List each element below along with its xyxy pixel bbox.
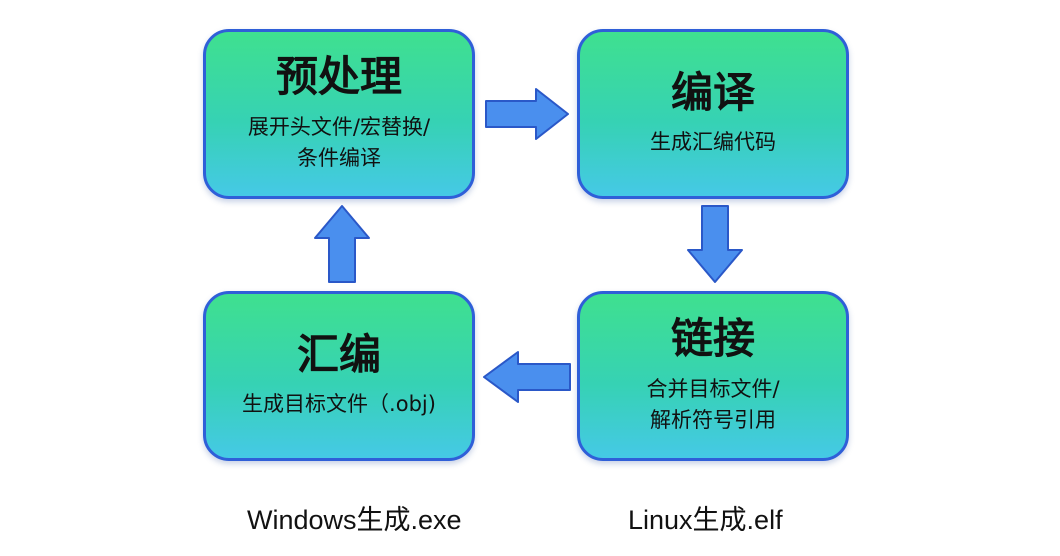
node-title: 预处理 [275,52,402,102]
node-description-line: 合并目标文件/ [646,376,780,401]
node-description-line: 生成目标文件（.obj) [242,392,436,417]
node-description-line: 条件编译 [297,146,381,171]
arrow-left-icon [483,351,571,403]
arrow-left-shape [483,351,571,403]
node-compile: 编译 生成汇编代码 [577,29,849,199]
footer-windows: Windows生成.exe [247,505,462,535]
node-preprocess: 预处理 展开头文件/宏替换/ 条件编译 [203,29,475,199]
node-description-line: 解析符号引用 [649,408,776,433]
node-title: 汇编 [296,330,381,380]
arrow-right-icon [485,88,569,140]
node-description-line: 展开头文件/宏替换/ [247,114,431,139]
node-description: 生成目标文件（.obj) [232,389,446,421]
node-link: 链接 合并目标文件/ 解析符号引用 [577,291,849,461]
node-description: 展开头文件/宏替换/ 条件编译 [238,112,440,175]
arrow-down-icon [687,205,743,283]
node-description: 生成汇编代码 [640,127,786,159]
arrow-up-icon [314,205,370,283]
node-title: 编译 [670,68,755,118]
node-description-line: 生成汇编代码 [650,130,776,155]
footer-linux: Linux生成.elf [628,505,783,535]
node-description: 合并目标文件/ 解析符号引用 [636,374,789,437]
arrow-up-shape [314,205,370,283]
arrow-down-shape [687,205,743,283]
node-assemble: 汇编 生成目标文件（.obj) [203,291,475,461]
arrow-right-shape [485,88,569,140]
node-title: 链接 [670,314,755,364]
